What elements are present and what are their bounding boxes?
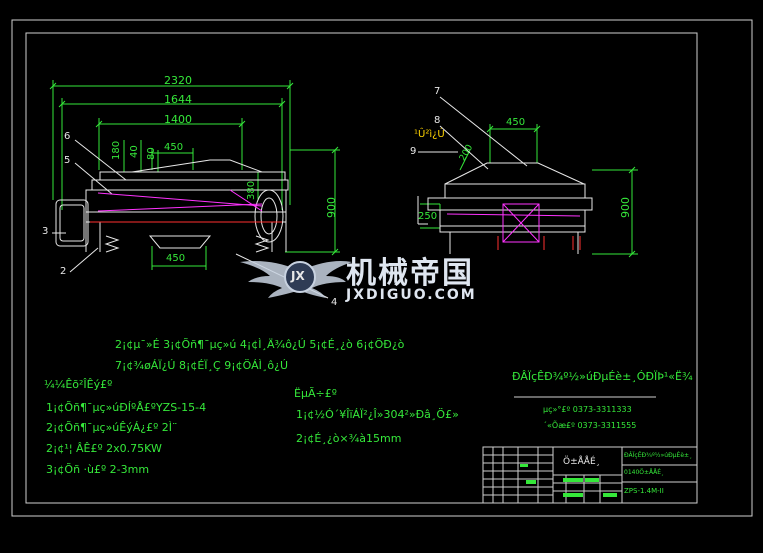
title-block-r2: 0140Ö±ÅÅÉ¸ — [624, 469, 665, 476]
callout-4: 4 — [331, 297, 338, 308]
parts-line-1: 2¡¢µ¯»É 3¡¢Õñ¶¯µç»ú 4¡¢Ì¸Ä¾ô¿Ú 5¡¢É¸¿ò 6… — [115, 338, 405, 351]
materials-title: ËµÃ÷£º — [294, 387, 337, 400]
dim-front-h1: 180 — [111, 140, 122, 160]
dim-side-small: 250 — [418, 211, 438, 222]
outer-frame — [11, 19, 753, 517]
dim-front-total: 2320 — [164, 74, 192, 87]
logo-cn: 机械帝国 — [346, 256, 474, 291]
company-name: ÐÂÏçÊÐ¾­º½»úÐµÉè±¸ÓÐÏÞ¹«Ë¾ — [512, 370, 693, 383]
logo-wings — [240, 261, 352, 298]
materials-line-1: 1¡¢½Ó´¥ÎïÁÏ²¿Î»304²»Ðâ¸Ö£» — [296, 408, 459, 421]
specs-line-1: 1¡¢Õñ¶¯µç»úÐÍºÅ£ºYZS-15-4 — [46, 401, 207, 414]
callout-6: 6 — [64, 131, 71, 142]
dim-front-mid: 1644 — [164, 93, 192, 106]
specs-line-2: 2¡¢Õñ¶¯µç»úÊýÁ¿£º 2Ì¨ — [46, 421, 178, 434]
callout-3: 3 — [42, 226, 49, 237]
title-block-fills — [520, 464, 617, 497]
dim-side-top: 450 — [506, 117, 526, 128]
side-note: ¹Û²ì¿Ú — [414, 129, 445, 140]
parts-line-2: 7¡¢¾øÁÏ¿Ú 8¡¢ÉÏ¸Ç 9¡¢ÖÁÌ¸ô¿Ú — [115, 359, 288, 372]
side-view — [417, 96, 638, 258]
callout-8: 8 — [434, 115, 441, 126]
dim-front-h2: 40 — [129, 145, 140, 158]
dim-front-top: 450 — [164, 142, 184, 153]
dim-side-height: 900 — [619, 197, 632, 218]
specs-line-4: 3¡¢Õñ ·ù£º 2-3mm — [46, 463, 150, 476]
logo-en: JXDIGUO.COM — [346, 287, 477, 303]
dim-front-inner: 1400 — [164, 113, 192, 126]
specs-title: ¼¼Êõ²ÎÊý£º — [44, 378, 113, 391]
company-fax: ´«Õæ£º 0373-3311555 — [543, 421, 637, 430]
front-view — [49, 80, 340, 299]
dim-front-bottom: 450 — [166, 253, 186, 264]
dim-front-right-h: 380 — [246, 180, 257, 200]
company-tel: µç»°£º 0373-3311333 — [543, 405, 632, 414]
callout-2: 2 — [60, 266, 67, 277]
title-block-r1: ÐÂÏçÊÐ¾­º½»úÐµÉè±¸ — [624, 452, 693, 459]
title-block-r3: ZPS-1.4M-II — [624, 487, 664, 495]
title-block — [482, 446, 698, 504]
materials-line-2: 2¡¢É¸¿ò×¾à15mm — [296, 432, 402, 445]
dim-front-h3: 80 — [146, 147, 157, 160]
callout-7: 7 — [434, 86, 441, 97]
title-block-name: Ö±ÅÅÉ¸ — [563, 457, 601, 467]
callout-5: 5 — [64, 155, 71, 166]
callout-9: 9 — [410, 146, 417, 157]
dim-front-height: 900 — [325, 197, 338, 218]
logo-badge: JX — [291, 269, 305, 283]
specs-line-3: 2¡¢¹¦ ÂÊ£º 2x0.75KW — [46, 442, 162, 455]
inner-frame — [25, 32, 698, 504]
